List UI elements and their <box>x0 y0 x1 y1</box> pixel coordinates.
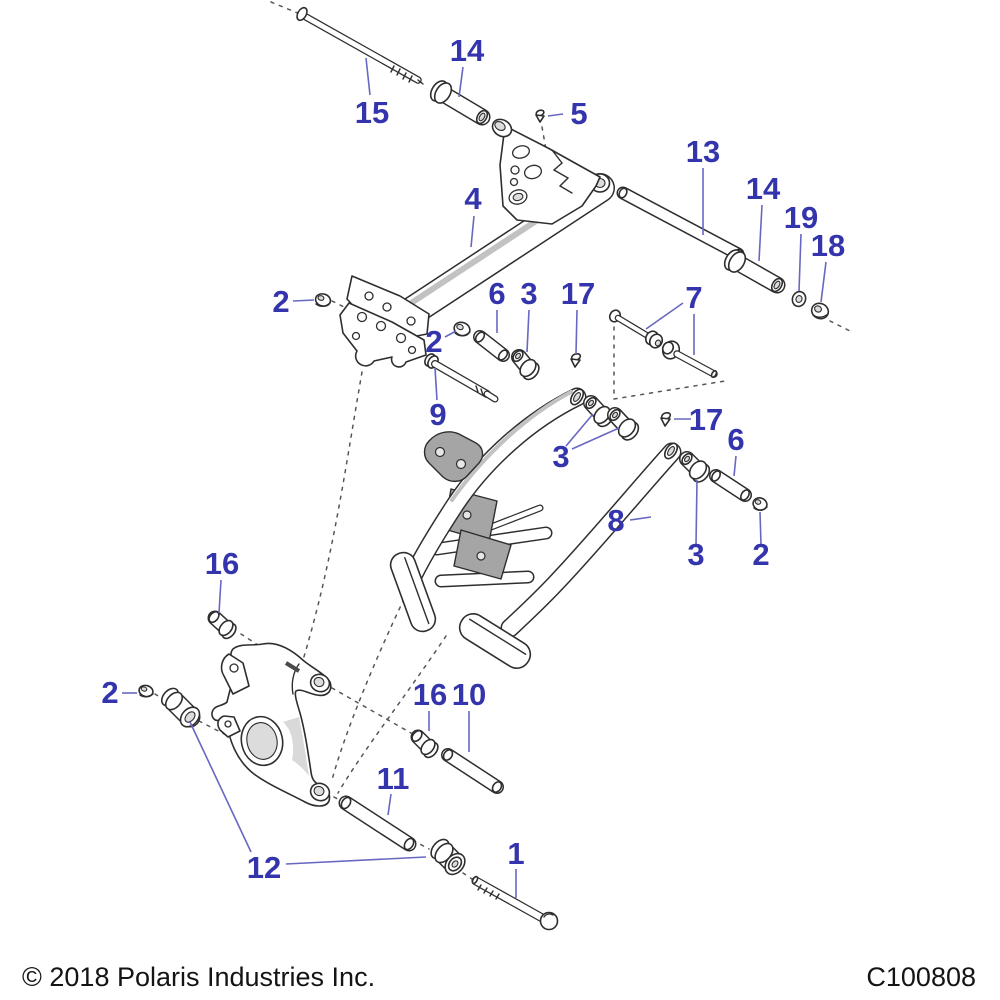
callout-15: 15 <box>355 95 389 130</box>
part-7-bolts <box>608 309 718 378</box>
callout-9: 9 <box>429 397 446 432</box>
callout-2-left: 2 <box>272 284 289 319</box>
callout-17-mid: 17 <box>561 276 595 311</box>
part-6-spacer-mid <box>473 330 510 362</box>
part-2-nut-lower-left <box>138 684 154 698</box>
part-3-bushing-pair <box>583 395 640 441</box>
part-17-screw-right <box>660 411 672 427</box>
part-11-tube <box>338 795 417 852</box>
callout-16-lower: 16 <box>413 677 447 712</box>
part-17-screw-mid <box>570 352 582 368</box>
part-12-bushing-right <box>430 838 466 876</box>
part-9-bolt <box>424 353 499 403</box>
callout-16-upper: 16 <box>205 546 239 581</box>
callout-2-mid: 2 <box>425 324 442 359</box>
callout-7: 7 <box>685 280 702 315</box>
callout-14-right: 14 <box>746 171 781 206</box>
part-14-spacer-right <box>723 249 786 294</box>
callout-3-right: 3 <box>687 537 704 572</box>
callout-14-top: 14 <box>450 33 485 68</box>
part-2-nut-mid <box>453 321 471 337</box>
part-3-bushing-right <box>679 451 711 483</box>
part-18-nut <box>810 302 830 320</box>
part-2-nut-left <box>314 293 332 307</box>
callout-numbers: 14 15 5 13 4 14 19 18 2 6 3 17 7 2 9 17 … <box>101 33 845 885</box>
part-4-pivot-arm-assembly <box>339 118 615 368</box>
copyright-text: © 2018 Polaris Industries Inc. <box>22 962 376 992</box>
part-10-tube <box>441 748 504 794</box>
part-5-screw <box>535 109 545 123</box>
callout-6-mid: 6 <box>488 276 505 311</box>
callout-3-mid: 3 <box>520 276 537 311</box>
callout-leader-lines <box>122 57 827 898</box>
callout-18: 18 <box>811 228 845 263</box>
callout-5: 5 <box>570 96 587 131</box>
callout-17-right: 17 <box>689 402 723 437</box>
part-19-washer <box>791 290 807 308</box>
part-8-trailing-arm <box>389 387 682 670</box>
callout-1: 1 <box>507 836 524 871</box>
callout-3-center: 3 <box>552 439 569 474</box>
callout-12: 12 <box>247 850 281 885</box>
callout-8: 8 <box>607 503 624 538</box>
part-16-bushing-lower <box>410 729 439 759</box>
part-6-spacer-right <box>709 469 752 502</box>
part-3-bushing-mid <box>511 349 540 381</box>
callout-10: 10 <box>452 677 486 712</box>
callout-19: 19 <box>784 200 818 235</box>
callout-13: 13 <box>686 134 720 169</box>
callout-6-right: 6 <box>727 422 744 457</box>
part-16-bushing-upper <box>207 610 237 640</box>
figure-code: C100808 <box>866 962 976 992</box>
callout-2-right: 2 <box>752 537 769 572</box>
callout-11: 11 <box>377 761 410 796</box>
part-1-bolt <box>471 875 559 931</box>
part-12-bushing-left <box>160 687 201 728</box>
part-15-bolt <box>296 6 424 85</box>
part-14-spacer-top <box>429 80 491 126</box>
callout-2-lower-left: 2 <box>101 675 118 710</box>
knuckle-hub-carrier <box>211 642 332 807</box>
part-13-tube <box>616 186 745 261</box>
callout-4: 4 <box>464 181 482 216</box>
part-2-nut-right <box>752 497 768 511</box>
